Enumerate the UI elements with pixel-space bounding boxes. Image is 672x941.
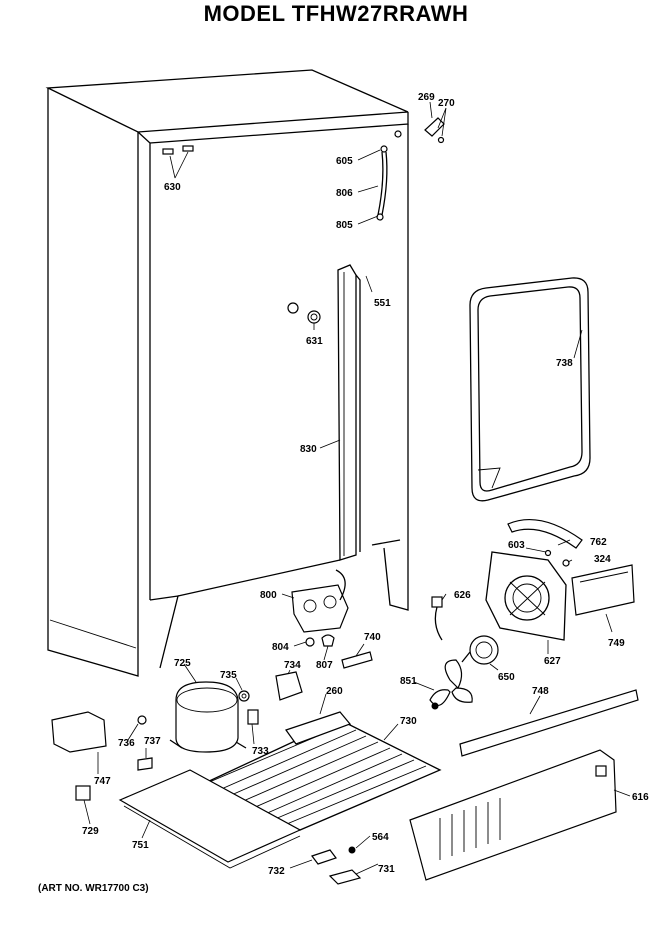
leader-lines (83, 101, 631, 875)
part-label: 736 (118, 738, 135, 749)
part-label: 324 (594, 554, 611, 565)
cabinet-drawing (45, 69, 409, 677)
part-grommet-735 (238, 690, 250, 702)
part-fan-housing-627 (485, 551, 567, 641)
part-tube-762 (507, 518, 583, 567)
part-label: 270 (438, 98, 455, 109)
part-label: 631 (306, 336, 323, 347)
part-label: 603 (508, 540, 525, 551)
part-label: 738 (556, 358, 573, 369)
part-label: 734 (284, 660, 301, 671)
part-small-564-732-731 (311, 846, 362, 885)
part-label: 830 (300, 444, 317, 455)
part-block-729 (75, 785, 91, 801)
part-label: 732 (268, 866, 285, 877)
part-label: 747 (94, 776, 111, 787)
part-labels: 269 270 605 630 806 805 551 631 738 830 … (82, 92, 649, 877)
part-label: 260 (326, 686, 343, 697)
part-label: 806 (336, 188, 353, 199)
part-label: 630 (164, 182, 181, 193)
part-label: 800 (260, 590, 277, 601)
part-label: 730 (400, 716, 417, 727)
part-grille-616 (409, 749, 617, 881)
part-label: 733 (252, 746, 269, 757)
part-gasket-738 (469, 277, 591, 502)
part-label: 650 (498, 672, 515, 683)
part-tube-806 (376, 145, 388, 221)
art-number: (ART NO. WR17700 C3) (38, 883, 149, 894)
part-label: 735 (220, 670, 237, 681)
part-motor-650 (461, 635, 499, 665)
part-base-751 (118, 769, 302, 869)
part-label: 751 (132, 840, 149, 851)
part-board-749 (571, 564, 635, 616)
part-valve-800 (291, 569, 349, 633)
part-small-736-737 (137, 715, 153, 771)
part-label: 731 (378, 864, 395, 875)
part-label: 740 (364, 632, 381, 643)
part-label: 805 (336, 220, 353, 231)
part-cap-269 (424, 117, 445, 144)
part-compressor-725 (169, 681, 247, 753)
part-channel-830 (337, 264, 361, 561)
part-label: 749 (608, 638, 625, 649)
part-rail-748 (459, 689, 639, 757)
diagram-title: MODEL TFHW27RRAWH (203, 1, 469, 26)
part-label: 807 (316, 660, 333, 671)
part-label: 804 (272, 642, 289, 653)
part-label: 269 (418, 92, 435, 103)
part-label: 748 (532, 686, 549, 697)
part-label: 626 (454, 590, 471, 601)
part-label: 605 (336, 156, 353, 167)
part-label: 551 (374, 298, 391, 309)
part-label: 729 (82, 826, 99, 837)
part-label: 851 (400, 676, 417, 687)
part-fan-blade-851 (429, 659, 473, 710)
part-label: 616 (632, 792, 649, 803)
part-label: 564 (372, 832, 389, 843)
part-label: 762 (590, 537, 607, 548)
part-sensor-626 (431, 596, 443, 641)
part-bracket-747 (51, 711, 107, 753)
part-label: 725 (174, 658, 191, 669)
part-label: 737 (144, 736, 161, 747)
part-label: 627 (544, 656, 561, 667)
part-relay-734 (247, 671, 303, 725)
